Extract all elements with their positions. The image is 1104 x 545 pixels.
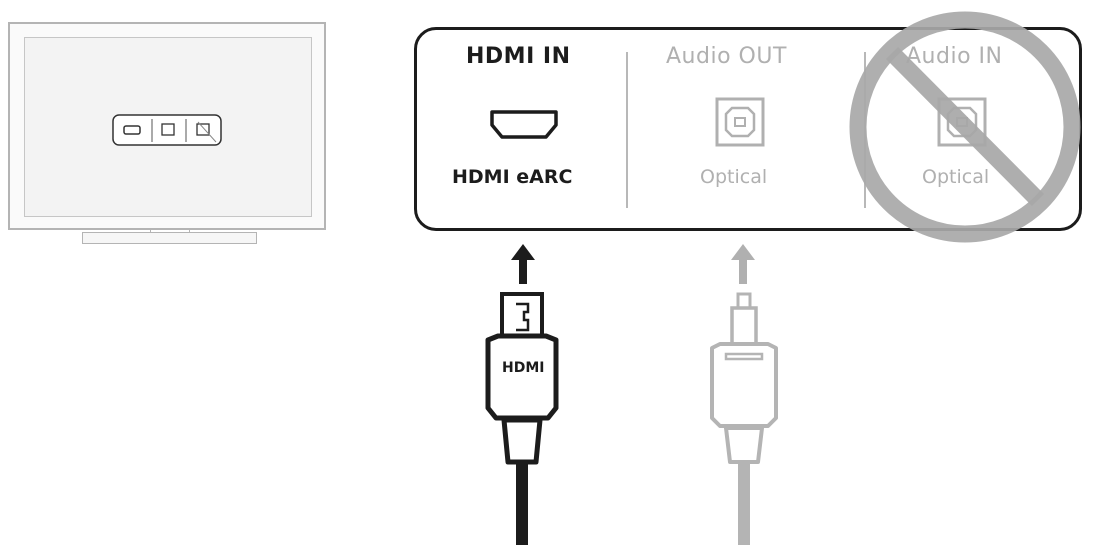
audio-in-title: Audio IN xyxy=(906,44,1003,69)
optical-port-icon xyxy=(715,97,765,147)
audio-out-title: Audio OUT xyxy=(666,44,787,69)
tv-neck xyxy=(150,228,190,234)
prohibited-icon xyxy=(849,11,1081,243)
hdmi-plug-label: HDMI xyxy=(502,360,545,376)
audio-in-label: Optical xyxy=(922,166,990,188)
hdmi-arrow-up-icon xyxy=(511,244,535,284)
panel-divider-1 xyxy=(626,52,628,208)
hdmi-port-icon xyxy=(490,110,558,139)
hdmi-plug-icon xyxy=(485,292,559,545)
optical-arrow-up-icon xyxy=(731,244,755,284)
audio-out-label: Optical xyxy=(700,166,768,188)
hdmi-earc-label: HDMI eARC xyxy=(452,166,573,188)
tv-stand xyxy=(82,232,257,244)
tv-mini-panel-icon xyxy=(112,114,222,146)
hdmi-in-title: HDMI IN xyxy=(466,44,571,69)
tv-illustration xyxy=(0,0,340,260)
optical-plug-icon xyxy=(710,292,778,545)
